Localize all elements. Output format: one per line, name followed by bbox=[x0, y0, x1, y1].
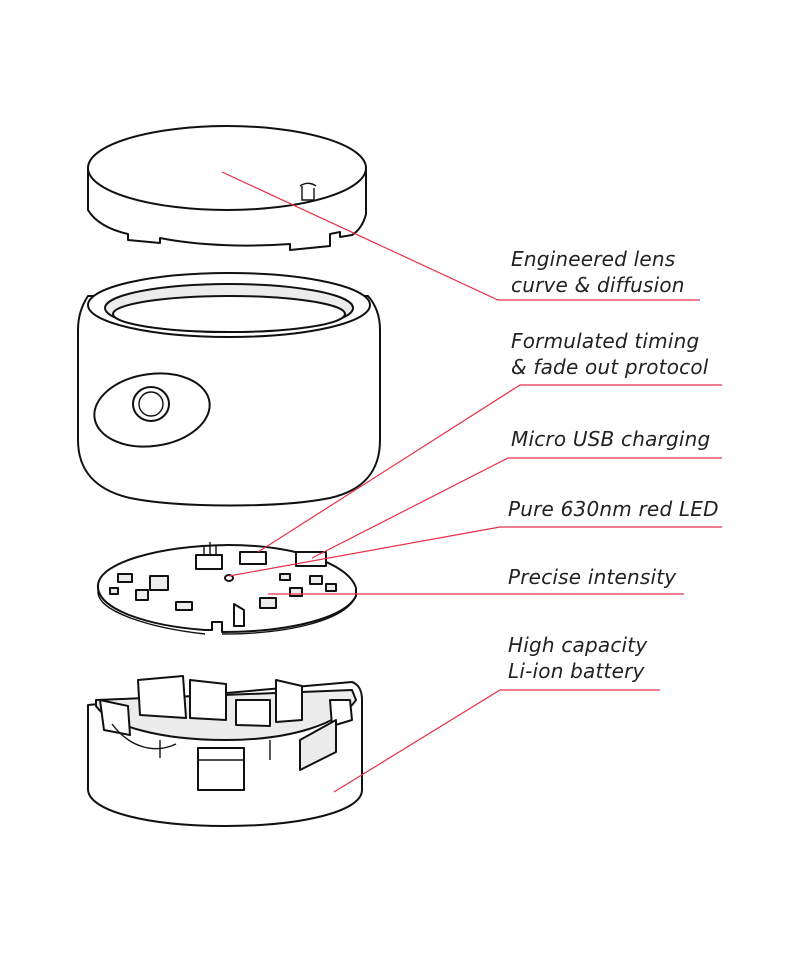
callout-led: Pure 630nm red LED bbox=[508, 497, 719, 521]
leader-lines bbox=[221, 171, 722, 793]
housing bbox=[77, 272, 381, 507]
leader-led bbox=[228, 526, 722, 577]
lens-cap bbox=[87, 125, 367, 251]
callout-lens: Engineered lens curve & diffusion bbox=[511, 247, 685, 297]
battery-base bbox=[87, 675, 363, 827]
leader-usb bbox=[311, 457, 722, 559]
callout-intensity: Precise intensity bbox=[508, 565, 677, 589]
circuit-board bbox=[96, 542, 357, 635]
callout-timing: Formulated timing & fade out protocol bbox=[511, 329, 709, 379]
leader-timing bbox=[257, 384, 722, 553]
callout-battery: High capacity Li-ion battery bbox=[508, 633, 654, 683]
leader-battery bbox=[333, 689, 660, 793]
callout-labels: Engineered lens curve & diffusion Formul… bbox=[508, 247, 719, 683]
leader-lens bbox=[221, 171, 700, 301]
callout-usb: Micro USB charging bbox=[511, 427, 710, 451]
